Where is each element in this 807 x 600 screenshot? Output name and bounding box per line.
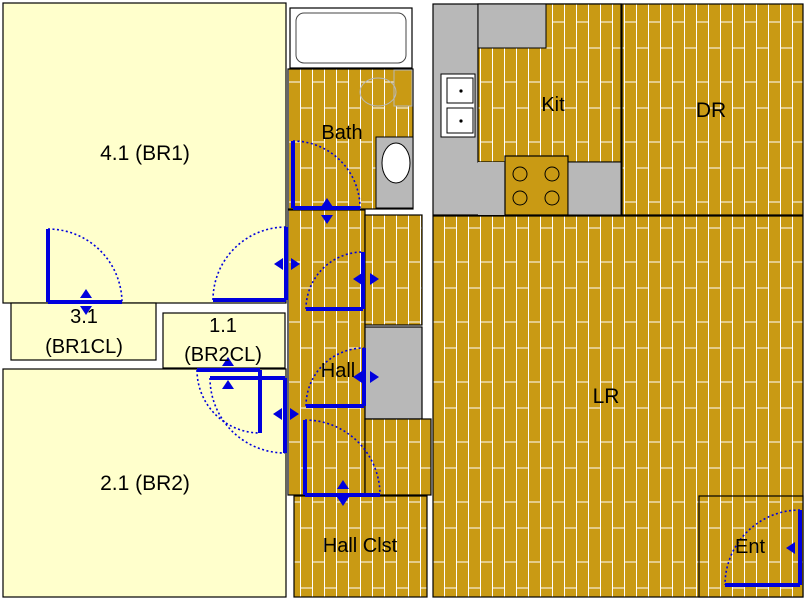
hall-lower-floor <box>364 418 432 496</box>
toilet <box>359 69 413 107</box>
door-bath <box>291 140 361 210</box>
arrow-icon <box>337 480 349 489</box>
room-br2-closet <box>162 312 286 369</box>
room-br1 <box>2 2 287 304</box>
bathtub <box>289 7 413 69</box>
room-hall-closet <box>293 495 428 598</box>
label-bath: Bath <box>321 122 362 144</box>
label-entry: Ent <box>735 536 765 558</box>
arrow-icon <box>337 497 349 506</box>
arrow-icon <box>273 408 282 420</box>
kitchen-floor-lower <box>478 162 505 215</box>
arrow-icon <box>290 408 299 420</box>
room-hall <box>287 209 366 496</box>
label-kitchen: Kit <box>541 94 565 116</box>
label-br2: 2.1 (BR2) <box>100 472 190 495</box>
hall-side-closet <box>364 214 423 326</box>
room-entry <box>698 495 804 598</box>
arrow-icon <box>370 273 379 285</box>
label-br2cl-line2: (BR2CL) <box>184 344 262 366</box>
door-br1 <box>46 228 123 304</box>
room-br1-closet <box>10 302 157 361</box>
kitchen-sink <box>440 73 476 138</box>
arrow-icon <box>274 258 283 270</box>
arrow-icon <box>80 289 92 298</box>
label-br1cl-line1: 3.1 <box>70 306 98 328</box>
kitchen-upper-counter <box>477 3 547 49</box>
arrow-icon <box>786 542 795 554</box>
door-side-closet <box>305 251 365 311</box>
label-br1cl-line2: (BR1CL) <box>45 336 123 358</box>
room-br2 <box>2 368 287 598</box>
label-dining: DR <box>696 99 726 122</box>
arrow-icon <box>353 273 362 285</box>
door-hall-closet <box>303 419 381 497</box>
label-hall: Hall <box>321 360 355 382</box>
arrow-icon <box>353 371 362 383</box>
room-dining <box>621 3 804 216</box>
arrow-icon <box>222 380 234 389</box>
arrow-icon <box>321 215 333 224</box>
bath-sink <box>375 136 414 209</box>
door-br1-hall <box>212 226 288 302</box>
label-br1: 4.1 (BR1) <box>100 142 190 165</box>
arrow-icon <box>291 258 300 270</box>
label-br2cl-line1: 1.1 <box>209 315 237 337</box>
label-living: LR <box>593 385 620 408</box>
label-hall-closet: Hall Clst <box>323 535 398 557</box>
door-utility <box>305 347 366 408</box>
door-arrows <box>80 198 795 554</box>
door-br2cl <box>196 368 262 434</box>
doors <box>46 140 802 587</box>
arrow-icon <box>321 198 333 207</box>
arrow-icon <box>370 371 379 383</box>
door-entry <box>724 509 802 587</box>
hall-utility <box>364 326 423 420</box>
kitchen-right-counter <box>567 161 622 216</box>
door-br2 <box>209 376 287 454</box>
stove <box>504 155 569 216</box>
arrow-icon <box>222 357 234 366</box>
arrow-icon <box>80 306 92 315</box>
